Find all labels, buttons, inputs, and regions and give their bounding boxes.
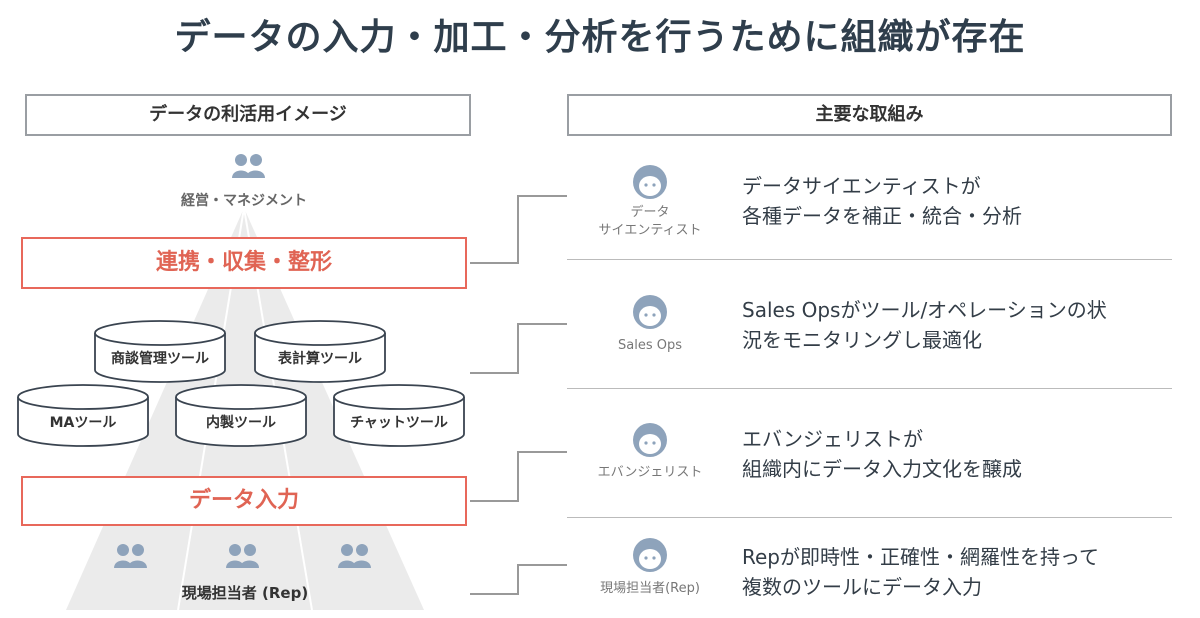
tool-label-deal-management: 商談管理ツール	[111, 351, 209, 367]
tool-label-spreadsheet: 表計算ツール	[278, 351, 362, 367]
role-desc-evangelist: エバンジェリストが 組織内にデータ入力文化を醸成	[742, 427, 1022, 481]
face-icon	[633, 295, 667, 329]
management-label: 経営・マネジメント	[181, 193, 307, 209]
tool-cylinder-deal-management	[94, 320, 226, 383]
role-label-evangelist: エバンジェリスト	[597, 465, 703, 480]
connector-line-evangelist	[470, 451, 567, 502]
left-section-header: データの利活用イメージ	[25, 94, 471, 136]
right-section-header: 主要な取組み	[567, 94, 1172, 136]
tool-cylinder-in-house	[175, 384, 307, 447]
tool-cylinder-spreadsheet	[254, 320, 386, 383]
tool-label-ma: MAツール	[49, 415, 117, 431]
people-icon	[114, 544, 147, 568]
tool-cylinder-chat	[333, 384, 465, 447]
rep-label: 現場担当者 (Rep)	[181, 584, 309, 602]
row-divider	[567, 517, 1172, 518]
role-desc-rep: Repが即時性・正確性・網羅性を持って 複数のツールにデータ入力	[742, 545, 1099, 599]
people-icon	[232, 154, 265, 178]
tool-cylinder-ma	[17, 384, 149, 447]
role-desc-salesops: Sales Opsがツール/オペレーションの状 況をモニタリングし最適化	[742, 298, 1107, 352]
row-divider	[567, 388, 1172, 389]
input-box: データ入力	[21, 476, 467, 526]
tool-label-in-house: 内製ツール	[206, 415, 276, 431]
role-label-scientist: データ サイエンティスト	[598, 205, 702, 238]
connector-line-rep	[470, 564, 567, 595]
row-divider	[567, 259, 1172, 260]
people-icon	[338, 544, 371, 568]
role-label-rep: 現場担当者(Rep)	[600, 581, 700, 596]
connector-line-salesops	[470, 323, 567, 374]
role-label-salesops: Sales Ops	[618, 338, 682, 353]
connector-line-scientist	[470, 195, 567, 264]
tool-label-chat: チャットツール	[350, 415, 448, 431]
role-desc-scientist: データサイエンティストが 各種データを補正・統合・分析	[742, 174, 1022, 228]
face-icon	[633, 165, 667, 199]
face-icon	[633, 423, 667, 457]
people-icon	[226, 544, 259, 568]
page-title: データの入力・加工・分析を行うために組織が存在	[174, 17, 1026, 58]
collect-box: 連携・収集・整形	[21, 237, 467, 289]
face-icon	[633, 538, 667, 572]
